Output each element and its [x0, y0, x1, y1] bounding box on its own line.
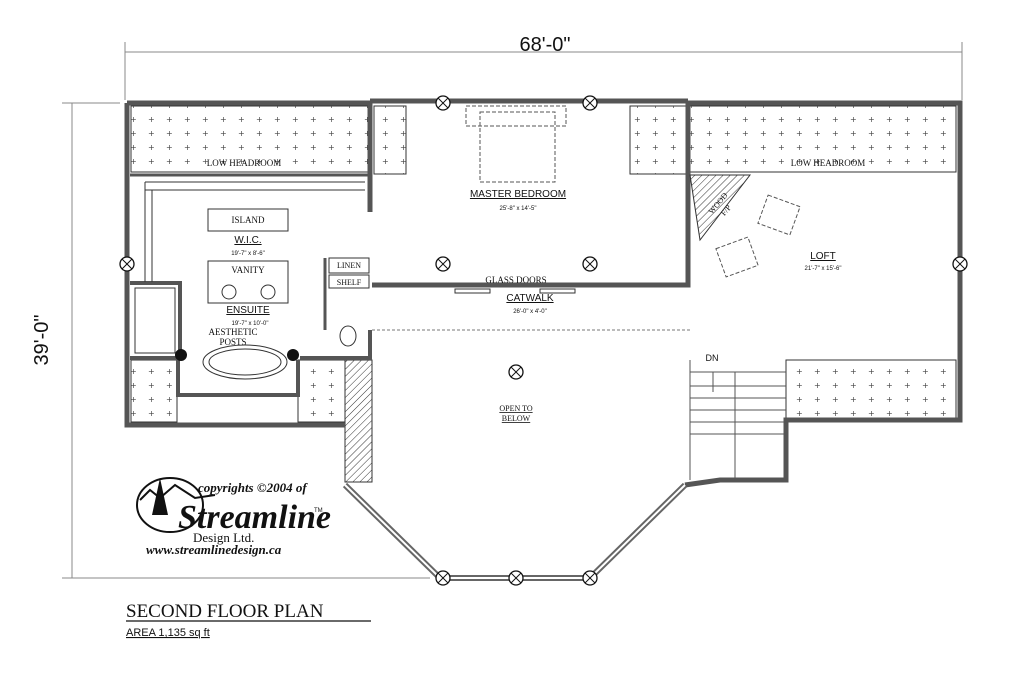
toilet: [339, 325, 357, 347]
catwalk-size: 26'-0" x 4'-0": [513, 309, 547, 315]
bathtub: [202, 344, 288, 380]
master-bedroom-size: 25'-8" x 14'-5": [500, 206, 537, 212]
bed: [465, 105, 567, 183]
brand-name: Streamline: [178, 499, 331, 536]
aesthetic-posts-label-1: AESTHETIC: [209, 327, 258, 337]
stairs: [689, 360, 786, 480]
website-url: www.streamlinedesign.ca: [146, 542, 282, 557]
company-name: Design Ltd.: [193, 530, 254, 545]
shower: [134, 287, 176, 354]
shelf-label: SHELF: [337, 278, 362, 287]
catwalk-label: CATWALK: [506, 293, 554, 304]
wood-fireplace: [689, 174, 752, 242]
low-headroom-areas: [130, 105, 957, 483]
octagon-window-walls: [342, 482, 688, 581]
vanity-label: VANITY: [231, 265, 265, 275]
glass-doors: [454, 288, 576, 294]
low-headroom-left-label: LOW HEADROOM: [207, 158, 282, 168]
island-label: ISLAND: [232, 215, 265, 225]
width-dimension-label: 68'-0": [520, 34, 571, 56]
closet-shelving: [144, 181, 365, 282]
walls: [124, 98, 963, 488]
open-to-below-label-2: BELOW: [502, 414, 531, 423]
wic-size: 19'-7" x 8'-6": [231, 251, 265, 257]
dimension-width: [124, 42, 963, 100]
depth-dimension-label: 39'-0": [31, 315, 53, 366]
loft-size: 21'-7" x 15'-6": [805, 266, 842, 272]
stairs-down-label: DN: [706, 353, 719, 363]
wic-label: W.I.C.: [234, 235, 261, 246]
loft-label: LOFT: [810, 251, 836, 262]
glass-doors-label: GLASS DOORS: [485, 275, 546, 285]
low-headroom-right-label: LOW HEADROOM: [791, 158, 866, 168]
linen-label: LINEN: [337, 261, 361, 270]
copyright-text: copyrights ©2004 of: [198, 480, 308, 495]
aesthetic-posts-label-2: POSTS: [219, 337, 246, 347]
open-to-below-label-1: OPEN TO: [499, 404, 532, 413]
ensuite-label: ENSUITE: [226, 305, 270, 316]
island: [207, 208, 289, 232]
plan-area: AREA 1,135 sq ft: [126, 627, 210, 639]
trademark: TM: [314, 508, 323, 514]
streamline-logo: copyrights ©2004 of Streamline TM Design…: [136, 477, 331, 557]
ensuite-size: 19'-7" x 10'-0": [232, 321, 269, 327]
master-bedroom-label: MASTER BEDROOM: [470, 189, 566, 200]
vanity: [207, 260, 289, 304]
loft-chairs: [715, 194, 801, 278]
plan-title: SECOND FLOOR PLAN: [126, 601, 324, 622]
dimension-depth: [62, 102, 430, 579]
